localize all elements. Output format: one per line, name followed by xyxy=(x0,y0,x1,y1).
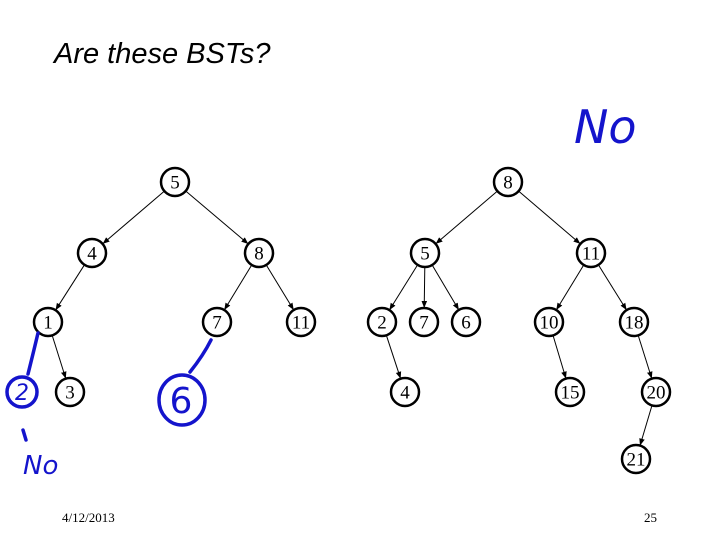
slide-title: Are these BSTs? xyxy=(54,38,271,70)
tree2-node-label: 8 xyxy=(503,173,513,194)
tree1-node-circle xyxy=(201,306,233,338)
tree2-node-label: 2 xyxy=(377,313,387,334)
tree2-node-circle xyxy=(575,237,607,269)
tree1-edge-5-8 xyxy=(185,190,249,245)
tree1-node-11: 11 xyxy=(285,306,317,338)
tree1-node-1: 1 xyxy=(32,306,64,338)
tree2-node-2: 2 xyxy=(366,306,398,338)
tree1-node-label: 5 xyxy=(170,173,180,194)
tree1-node-circle xyxy=(76,237,108,269)
tree1-node-circle xyxy=(285,306,317,338)
tree2-edge-8-5 xyxy=(435,190,498,245)
tree1-edge-5-4 xyxy=(102,190,165,245)
tree1-node-4: 4 xyxy=(76,237,108,269)
hw-node-6: 6 xyxy=(170,381,193,422)
tree1-node-label: 1 xyxy=(43,313,53,334)
tree1-node-7: 7 xyxy=(201,306,233,338)
tree1-node-circle xyxy=(159,166,191,198)
tree1-node-label: 4 xyxy=(87,244,97,265)
tree2-edge-2-4 xyxy=(385,335,402,379)
tree2-node-label: 18 xyxy=(625,313,644,334)
tree1-node-circle xyxy=(32,306,64,338)
hw-circle-6 xyxy=(157,373,207,427)
tree1-edge-4-1 xyxy=(55,264,85,311)
tree2-node-circle xyxy=(389,376,421,408)
tree1-node-5: 5 xyxy=(159,166,191,198)
hw-node-2: 2 xyxy=(15,381,29,406)
tree2-node-6: 6 xyxy=(450,306,482,338)
hw-left-no: No xyxy=(23,451,58,481)
tree2-edge-18-20 xyxy=(637,335,653,379)
tree1-node-circle xyxy=(54,376,86,408)
tree1-edge-8-7 xyxy=(223,264,253,311)
hw-line-to-2 xyxy=(26,331,40,376)
tree1-node-3: 3 xyxy=(54,376,86,408)
tree2-node-4: 4 xyxy=(389,376,421,408)
tree2-edge-5-7 xyxy=(421,266,428,309)
tree2-edge-20-21 xyxy=(639,405,653,446)
tree2-node-5: 5 xyxy=(409,237,441,269)
slide-page-number: 25 xyxy=(644,510,657,525)
tree2-node-circle xyxy=(492,166,524,198)
tree2-node-circle xyxy=(620,443,652,475)
tree2-node-label: 11 xyxy=(582,244,600,265)
tree2-edge-11-18 xyxy=(597,264,628,311)
tree2-edge-5-2 xyxy=(388,264,419,311)
tree2-node-label: 4 xyxy=(400,383,410,404)
handwritten-annotations: 2 No 6 No xyxy=(5,100,637,481)
tree1-node-label: 3 xyxy=(65,383,75,404)
tree2-edge-10-15 xyxy=(552,335,567,379)
tree2-node-18: 18 xyxy=(618,306,650,338)
tree2-node-label: 15 xyxy=(561,383,580,404)
tree2-node-label: 6 xyxy=(461,313,471,334)
tree2-node-11: 11 xyxy=(575,237,607,269)
tree2-node-circle xyxy=(409,237,441,269)
tree2-node-circle xyxy=(450,306,482,338)
tree1-node-label: 11 xyxy=(292,313,310,334)
tree2-node-10: 10 xyxy=(533,306,565,338)
tree2-node-label: 21 xyxy=(627,450,646,471)
tree2-node-circle xyxy=(554,376,586,408)
tree2-node-7: 7 xyxy=(408,306,440,338)
tree2-node-circle xyxy=(366,306,398,338)
tree1-edge-8-11 xyxy=(265,264,295,311)
tree2-node-label: 10 xyxy=(540,313,559,334)
tree1-node-label: 7 xyxy=(212,313,222,334)
tree2-node-circle xyxy=(408,306,440,338)
tree2-node-21: 21 xyxy=(620,443,652,475)
tree2-node-label: 5 xyxy=(420,244,430,265)
tree2-node-circle xyxy=(640,376,672,408)
tree2-node-15: 15 xyxy=(554,376,586,408)
tree2-edge-11-10 xyxy=(555,264,585,311)
tree1-node-circle xyxy=(243,237,275,269)
tree2-node-20: 20 xyxy=(640,376,672,408)
hw-circle-2 xyxy=(5,375,39,409)
tree2-node-label: 7 xyxy=(419,313,429,334)
tree2-edge-5-6 xyxy=(431,264,460,311)
tree2-node-8: 8 xyxy=(492,166,524,198)
tree1-edge-1-3 xyxy=(51,335,67,379)
tree2-node-circle xyxy=(618,306,650,338)
hw-line-to-6 xyxy=(188,338,213,374)
tree2-node-circle xyxy=(533,306,565,338)
hw-right-no: No xyxy=(574,100,637,154)
hw-tick xyxy=(21,428,28,442)
tree1-node-label: 8 xyxy=(254,244,264,265)
tree2-edge-8-11 xyxy=(518,190,581,245)
tree1-node-8: 8 xyxy=(243,237,275,269)
slide-date: 4/12/2013 xyxy=(62,510,115,525)
tree2-node-label: 20 xyxy=(647,383,666,404)
